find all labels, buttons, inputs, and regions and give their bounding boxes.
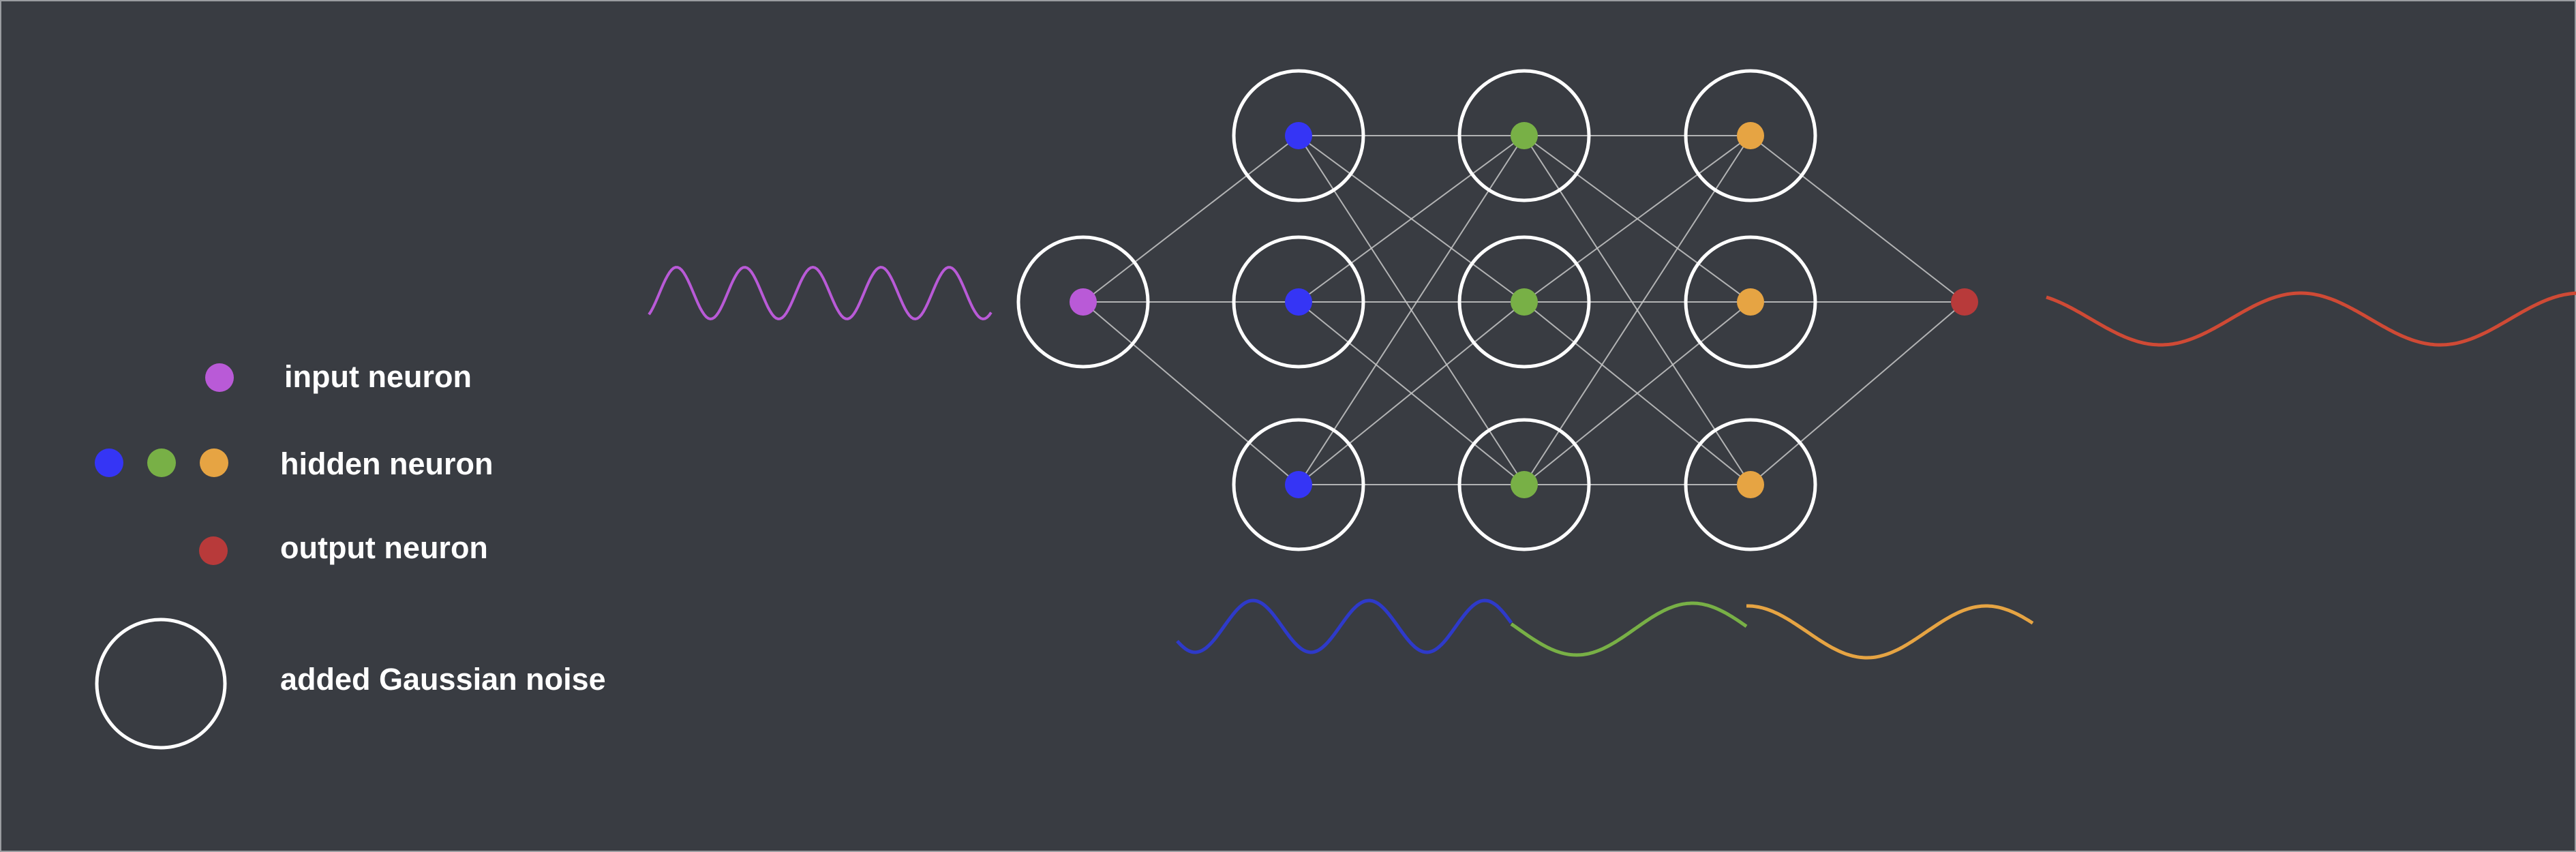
noise-ring-input-1 xyxy=(1016,235,1150,369)
legend-hidden-neuron-dot-1 xyxy=(95,448,123,477)
neuron-hidden-3-3 xyxy=(1737,471,1764,498)
connection-line xyxy=(1524,301,1751,485)
connection-line xyxy=(1298,135,1525,303)
noise-ring-hidden-1-1 xyxy=(1232,69,1365,202)
neuron-hidden-2-2 xyxy=(1511,288,1538,316)
hidden-1-signal-wave xyxy=(1176,598,1513,654)
legend-input-neuron-dot xyxy=(205,363,234,392)
neuron-hidden-3-1 xyxy=(1737,122,1764,149)
noise-rings xyxy=(1016,69,1817,551)
neuron-hidden-1-2 xyxy=(1285,288,1312,316)
connection-line xyxy=(1524,135,1751,485)
connection-line xyxy=(1298,301,1525,485)
connection-line xyxy=(1750,301,1965,485)
neuron-hidden-2-1 xyxy=(1511,122,1538,149)
noise-ring-hidden-1-2 xyxy=(1232,235,1365,369)
hidden-2-signal-wave xyxy=(1510,601,1748,657)
hidden-3-signal-wave xyxy=(1746,604,2034,660)
legend-output-label: output neuron xyxy=(280,530,488,565)
legend-output-neuron-dot xyxy=(199,536,228,565)
legend-noise-ring xyxy=(95,618,227,750)
noise-ring-hidden-3-2 xyxy=(1684,235,1817,369)
connection-line xyxy=(1298,135,1525,485)
neuron-output-1 xyxy=(1951,288,1978,316)
noise-ring-hidden-3-3 xyxy=(1684,418,1817,551)
neuron-hidden-2-3 xyxy=(1511,471,1538,498)
connections xyxy=(1082,135,1965,485)
legend-hidden-neuron-dot-3 xyxy=(200,448,228,477)
noise-ring-hidden-2-3 xyxy=(1457,418,1591,551)
output-signal-wave xyxy=(2046,291,2576,347)
neuron-hidden-3-2 xyxy=(1737,288,1764,316)
neuron-input-1 xyxy=(1070,288,1097,316)
legend-input-label: input neuron xyxy=(284,359,472,394)
connection-line xyxy=(1082,301,1299,485)
connection-line xyxy=(1082,135,1299,303)
legend-hidden-neuron-dot-2 xyxy=(147,448,176,477)
noise-ring-hidden-1-3 xyxy=(1232,418,1365,551)
neuron-hidden-1-1 xyxy=(1285,122,1312,149)
neurons xyxy=(1070,122,1978,498)
neuron-hidden-1-3 xyxy=(1285,471,1312,498)
noise-ring-hidden-3-1 xyxy=(1684,69,1817,202)
legend: input neuron hidden neuron output neuron… xyxy=(95,359,606,750)
connection-line xyxy=(1750,135,1965,303)
legend-noise-label: added Gaussian noise xyxy=(280,662,606,697)
noise-ring-hidden-2-1 xyxy=(1457,69,1591,202)
connection-line xyxy=(1524,135,1751,303)
input-signal-wave xyxy=(648,265,992,321)
noise-ring-hidden-2-2 xyxy=(1457,235,1591,369)
legend-hidden-label: hidden neuron xyxy=(280,446,493,481)
